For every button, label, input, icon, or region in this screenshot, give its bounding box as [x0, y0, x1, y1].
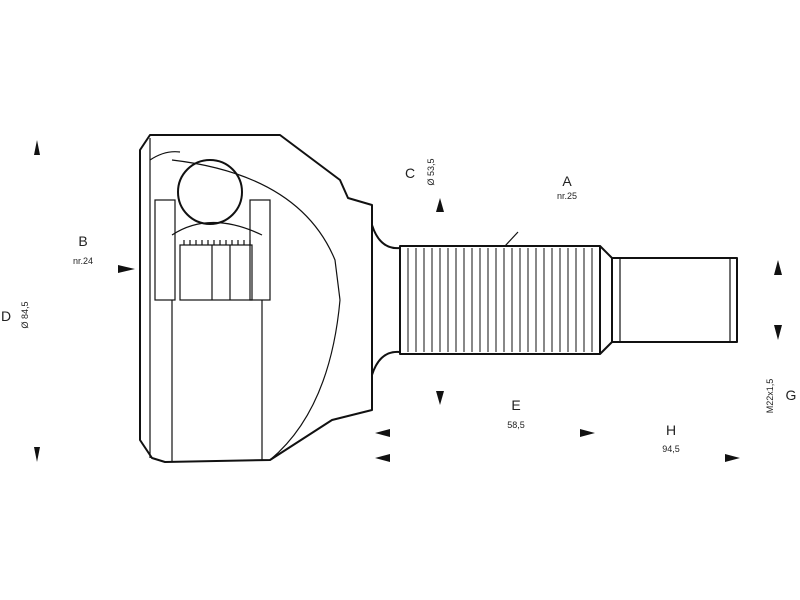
- label-e-letter: E: [511, 397, 520, 413]
- spline-grooves: [407, 248, 593, 352]
- splined-shaft: [371, 224, 613, 376]
- label-d-value: Ø 84,5: [20, 301, 30, 328]
- joint-ball: [177, 159, 243, 225]
- label-a-value: nr.25: [557, 191, 577, 201]
- label-b-value: nr.24: [73, 256, 93, 266]
- arrow-b: [118, 265, 135, 273]
- arrow-d-top: [34, 140, 40, 155]
- label-a-letter: A: [562, 173, 572, 189]
- label-d-letter: D: [1, 308, 11, 324]
- spline-indicator: [504, 231, 519, 247]
- housing-top-curve: [149, 151, 181, 161]
- label-e-value: 58,5: [507, 420, 525, 430]
- thread-chamfer: [619, 258, 731, 342]
- label-c-letter: C: [405, 165, 415, 181]
- threaded-end: [611, 257, 738, 343]
- inner-race-teeth: [183, 240, 251, 245]
- arrow-e-left-2: [375, 454, 390, 462]
- shaft-taper: [599, 245, 613, 355]
- arrow-g-top: [774, 260, 782, 275]
- housing-bell-inner: [171, 159, 341, 301]
- cage-right-window: [249, 199, 271, 301]
- arrow-g-bottom: [774, 325, 782, 340]
- arrow-d-bottom: [34, 447, 40, 462]
- inner-race: [179, 244, 253, 301]
- shaft-neck: [371, 224, 401, 376]
- joint-cage: [154, 159, 271, 301]
- housing-lower-curve: [261, 299, 341, 461]
- label-g-letter: G: [786, 387, 797, 403]
- label-c-value: Ø 53,5: [426, 158, 436, 185]
- inner-race-split: [211, 245, 231, 300]
- arrow-c-bottom: [436, 391, 444, 405]
- arrow-h-right: [725, 454, 740, 462]
- dimension-arrows: [34, 140, 782, 462]
- label-g-value: M22x1,5: [765, 379, 775, 414]
- cage-left-window: [154, 199, 176, 301]
- cage-arc: [171, 221, 263, 236]
- arrow-e-left-1: [375, 429, 390, 437]
- label-b-letter: B: [78, 233, 87, 249]
- spline-section: [399, 245, 601, 355]
- thread-section: [611, 257, 738, 343]
- housing-outline: [139, 134, 373, 463]
- arrow-c-top: [436, 198, 444, 212]
- label-h-letter: H: [666, 422, 676, 438]
- label-h-value: 94,5: [662, 444, 680, 454]
- arrow-e-right: [580, 429, 595, 437]
- dimension-labels: A nr.25 B nr.24 C Ø 53,5 D Ø 84,5 E 58,5…: [1, 158, 797, 454]
- joint-housing: [139, 134, 373, 463]
